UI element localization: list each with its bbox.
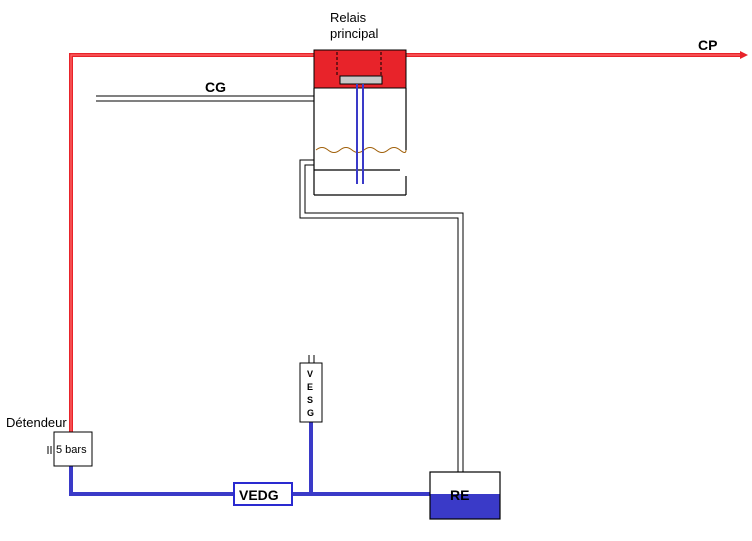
relay-label-line1: Relais [330, 10, 367, 25]
vesg-box [299, 362, 323, 423]
relay-to-re-pipe-outer [299, 159, 459, 472]
re-water [430, 494, 500, 519]
vesg-letter-e: E [307, 382, 313, 392]
relay-label-line2: principal [330, 26, 379, 41]
cg-label: CG [205, 79, 226, 95]
detendeur-box [53, 431, 93, 467]
relay-to-re-pipe-inner [304, 164, 464, 472]
vesg-letter-s: S [307, 395, 313, 405]
cp-label: CP [698, 37, 717, 53]
detendeur-label: Détendeur [6, 415, 67, 430]
cp-pipe-inner [70, 54, 740, 432]
vedg-label: VEDG [239, 487, 279, 503]
relay-membrane [315, 147, 407, 153]
vesg-letter-g: G [307, 408, 314, 418]
detendeur-value: 5 bars [56, 444, 87, 456]
re-tank [429, 471, 501, 520]
cp-arrow-icon [740, 51, 748, 59]
re-label: RE [450, 487, 469, 503]
vedg-box [233, 482, 293, 506]
relay-piston [339, 75, 383, 85]
vesg-letter-v: V [307, 369, 313, 379]
